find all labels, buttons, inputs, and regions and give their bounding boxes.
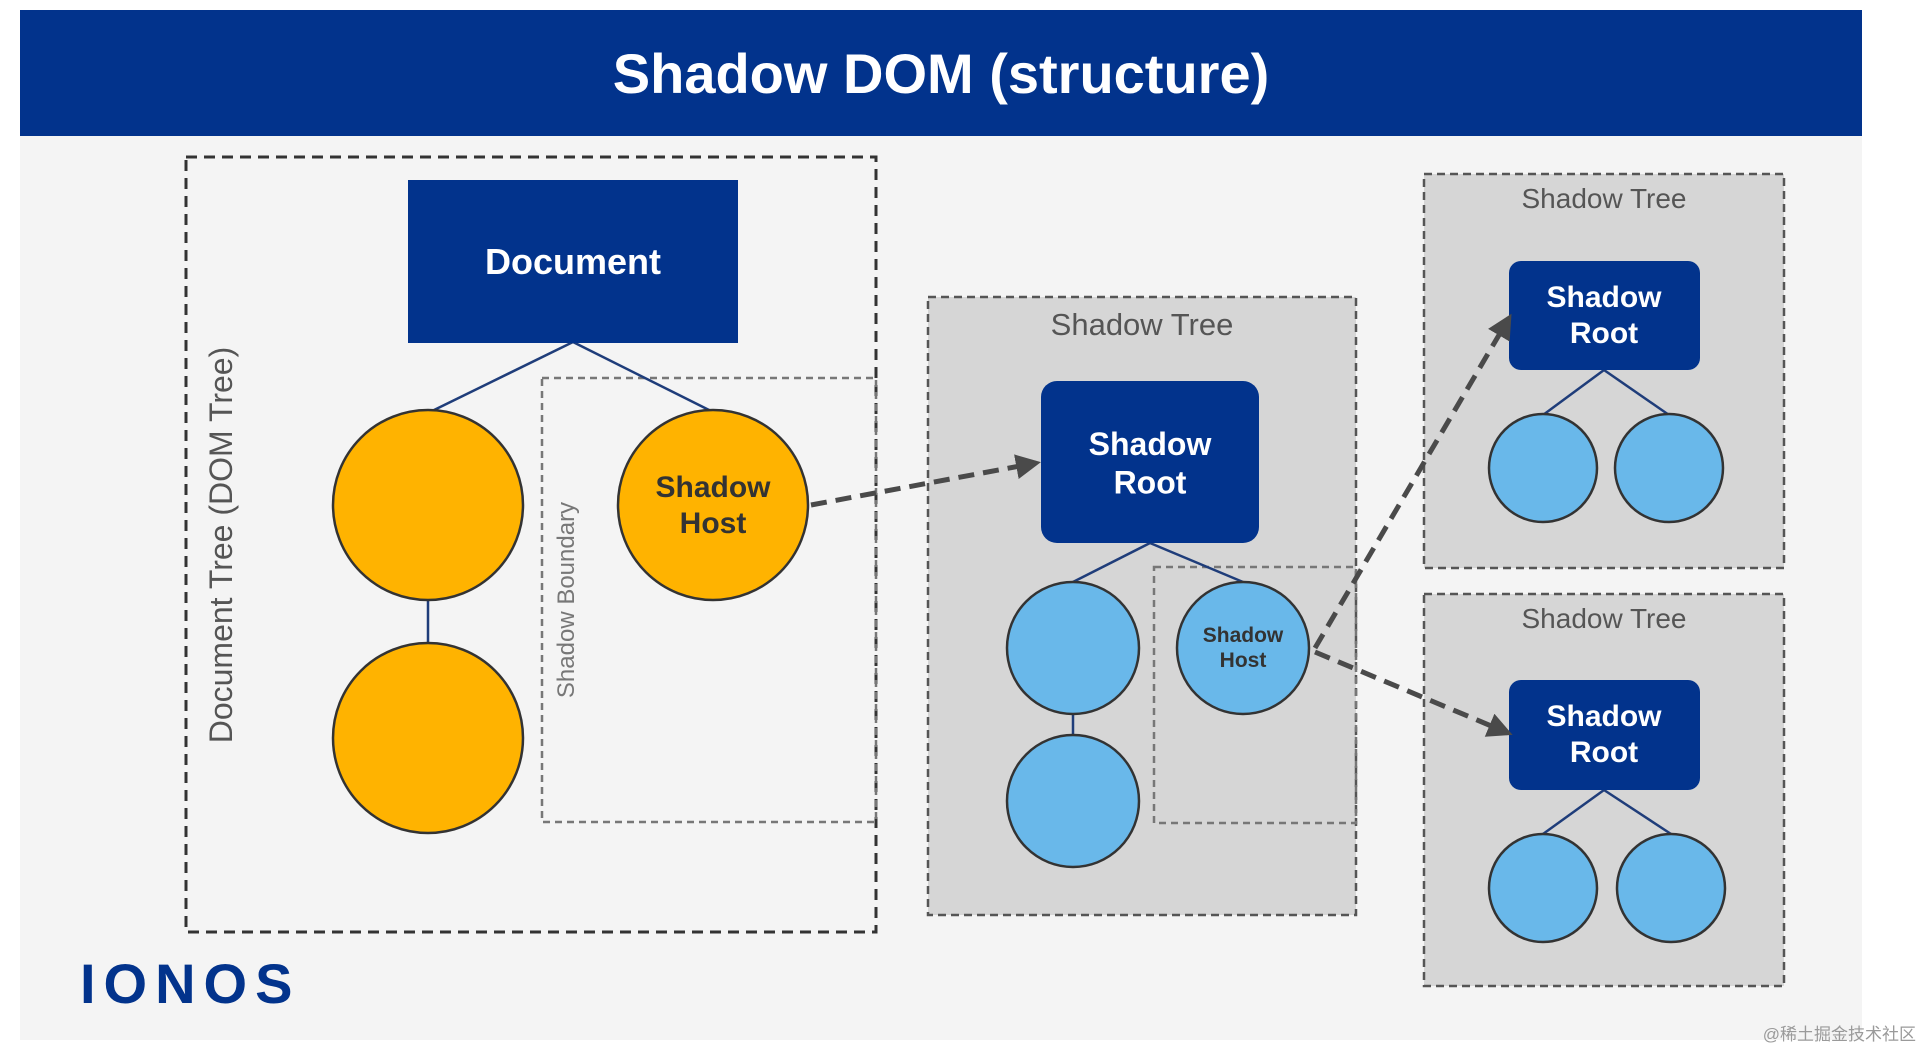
header-banner	[20, 10, 1862, 136]
nested-shadow-boundary-frame	[1152, 565, 1358, 825]
shadow-node	[1613, 412, 1725, 524]
document-node	[331, 641, 525, 835]
shadow-tree-connectors	[1542, 788, 1672, 836]
shadow-root-node	[1509, 261, 1700, 370]
shadow-root-node	[1509, 680, 1700, 790]
ionos-logo: IONOS	[80, 952, 300, 1015]
nested-shadow-host-node	[1175, 580, 1311, 716]
shadow-host-node	[616, 408, 810, 602]
shadow-tree-title: Shadow Tree	[1051, 307, 1234, 342]
document-tree-frame	[184, 155, 878, 934]
document-root-label: Document	[485, 241, 661, 282]
shadow-root-node	[1041, 381, 1259, 543]
attach-arrow	[810, 454, 1041, 508]
shadow-node	[1487, 832, 1599, 944]
shadow-node	[1487, 412, 1599, 524]
shadow-node	[1615, 832, 1727, 944]
shadow-tree-title: Shadow Tree	[1522, 603, 1687, 634]
attach-arrow	[1312, 313, 1512, 650]
page-title: Shadow DOM (structure)	[613, 42, 1269, 105]
document-node	[331, 408, 525, 602]
watermark-text: @稀土掘金技术社区	[1763, 1025, 1916, 1044]
shadow-tree-connectors	[1542, 368, 1670, 417]
document-tree-connectors	[426, 340, 714, 645]
attach-arrows	[810, 313, 1513, 737]
document-root-node	[408, 180, 738, 343]
document-tree-label: Document Tree (DOM Tree)	[203, 347, 239, 744]
shadow-tree-title: Shadow Tree	[1522, 183, 1687, 214]
shadow-node	[1005, 580, 1141, 716]
attach-arrow	[1314, 649, 1513, 737]
shadow-boundary-frame	[540, 376, 878, 824]
shadow-node	[1005, 733, 1141, 869]
shadow-boundary-label: Shadow Boundary	[553, 502, 580, 698]
